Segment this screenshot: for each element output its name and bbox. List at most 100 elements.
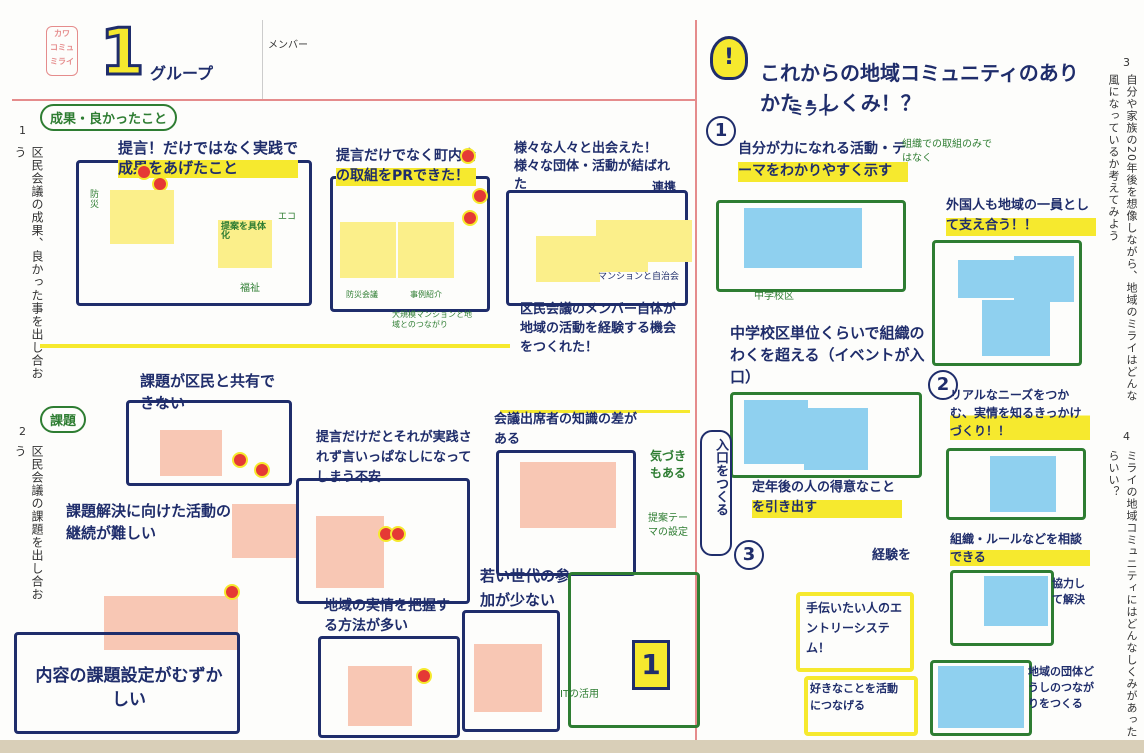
issues-box3 bbox=[14, 632, 240, 734]
results-box1-sticky2: 提案を具体化 bbox=[218, 220, 272, 268]
results-box1-note1: 提案を具体化 bbox=[221, 222, 267, 241]
org-title: 組織・ルールなどを相談できる bbox=[950, 530, 1090, 566]
foreign-box bbox=[932, 240, 1082, 366]
member-label: メンバー bbox=[268, 40, 308, 51]
section1-note: 中学校区 bbox=[754, 291, 794, 302]
favorite: 好きなことを活動につなげる bbox=[810, 682, 898, 712]
marker-dot bbox=[460, 148, 476, 164]
results-box3-sticky3 bbox=[644, 220, 692, 262]
results-box2-sticky bbox=[340, 222, 396, 278]
issues-box7-note: ITの活用 bbox=[560, 689, 600, 700]
results-box3-title: 様々な人々と出会えた！様々な団体・活動が結ばれた bbox=[514, 141, 671, 192]
marker-dot bbox=[472, 188, 488, 204]
sidebar-item4-text: ミライの地域コミュニティにはどんなしくみがあったらいい？ bbox=[1107, 450, 1138, 738]
section-divider-yellow bbox=[40, 344, 510, 348]
section2-number: 2 bbox=[928, 370, 958, 400]
issues-box6-side2: 提案テーマの設定 bbox=[648, 513, 688, 538]
section3-note: 経験を bbox=[872, 548, 912, 563]
section2-sticky bbox=[744, 400, 808, 464]
results-box3-sticky2 bbox=[596, 220, 648, 272]
group-number: 1 bbox=[99, 15, 147, 92]
org-sticky bbox=[984, 576, 1048, 626]
future-subtitle: ミライ bbox=[790, 103, 832, 119]
issues-box6 bbox=[496, 450, 636, 576]
results-tag: 成果・良かったこと bbox=[40, 104, 178, 131]
results-box3-sticky bbox=[536, 236, 600, 282]
issues-tag: 課題 bbox=[40, 406, 87, 433]
results-box1-sticky bbox=[110, 190, 174, 244]
section1-sticky2 bbox=[806, 208, 862, 268]
sidebar-item1-number: 1 bbox=[19, 124, 26, 137]
results-box4-note: 大規模マンションと地域とのつながり bbox=[392, 310, 472, 329]
section2-side-sticky bbox=[990, 456, 1056, 512]
section1-box bbox=[716, 200, 906, 292]
photo-bottom-edge bbox=[0, 740, 1144, 753]
section2-side: リアルなニーズをつかむ、実情を知るきっかけづくり！！ bbox=[950, 386, 1090, 440]
foreign-title: 外国人も地域の一員として支え合う！！ bbox=[946, 196, 1096, 236]
issues-box2-title: 課題解決に向けた活動の継続が難しい bbox=[66, 502, 232, 542]
community-box bbox=[930, 660, 1032, 736]
sidebar-item2-number: 2 bbox=[19, 425, 26, 438]
logo-line1: カワ bbox=[54, 29, 70, 38]
marker-dot bbox=[390, 526, 406, 542]
header-col-divider bbox=[262, 20, 263, 99]
sidebar-item4-number: 4 bbox=[1123, 430, 1130, 443]
org-side: 協力して解決 bbox=[1052, 577, 1085, 606]
section1-sticky bbox=[744, 208, 810, 268]
issues-box1-title: 課題が区民と共有できない bbox=[140, 372, 276, 412]
section3-number: 3 bbox=[734, 540, 764, 570]
idea-bulb-icon: ! bbox=[710, 36, 748, 80]
foreign-sticky3 bbox=[982, 300, 1050, 356]
community-title: 地域の団体どうしのつながりをつくる bbox=[1028, 665, 1094, 710]
community-sticky bbox=[938, 666, 1024, 728]
issues-box7 bbox=[462, 610, 560, 732]
issues-box4-sticky bbox=[316, 516, 384, 588]
results-box1-side: 防災 bbox=[90, 190, 100, 210]
issues-box4-title: 提言だけだとそれが実践されず言いっぱなしになってしまう不安 bbox=[316, 430, 472, 485]
favorite-box bbox=[804, 676, 918, 736]
future-title: これからの地域コミュニティのありかた・しくみ！？ bbox=[760, 61, 1079, 115]
issues-box4 bbox=[296, 478, 470, 604]
marker-dot bbox=[254, 462, 270, 478]
logo-line2: コミュ bbox=[50, 43, 74, 52]
issues-box2-sticky2 bbox=[104, 596, 172, 650]
issues-box6-side1: 気づきもある bbox=[650, 449, 687, 480]
entry-system-box bbox=[796, 592, 914, 672]
results-box4-title: 区民会議のメンバー自体が地域の活動を経験する機会をつくれた！ bbox=[520, 302, 677, 355]
section2-sticky2 bbox=[804, 408, 868, 470]
section-divider-yellow2 bbox=[500, 410, 690, 413]
logo-line3: ミライ bbox=[50, 57, 74, 66]
issues-box5-title: 地域の実情を把握する方法が多い bbox=[324, 598, 450, 634]
issues-box3-title: 内容の課題設定がむずかしい bbox=[35, 666, 223, 710]
issues-box2-sticky bbox=[232, 504, 298, 558]
sidebar-item3-number: 3 bbox=[1123, 56, 1130, 69]
sidebar-item3-text: 自分や家族の20年後を想像しながら、地域のミライはどんな風になっているか考えてみ… bbox=[1107, 74, 1138, 402]
marker-dot bbox=[462, 210, 478, 226]
issues-box5 bbox=[318, 636, 460, 738]
sidebar-item1-text: 区民会議の成果、良かった事を出し合おう bbox=[13, 146, 44, 380]
foreign-sticky2 bbox=[1014, 256, 1074, 302]
marker-dot bbox=[136, 164, 152, 180]
issues-box1-sticky bbox=[160, 430, 222, 476]
section3-title: 定年後の人の得意なことを引き出す bbox=[752, 478, 902, 518]
section1-title: 自分が力になれる活動・テーマをわかりやすく示す bbox=[738, 138, 908, 182]
marker-dot bbox=[416, 668, 432, 684]
results-box3-note: マンションと自治会 bbox=[598, 272, 680, 282]
section2-box bbox=[730, 392, 922, 478]
org-box bbox=[950, 570, 1054, 646]
issues-map-number: 1 bbox=[632, 640, 670, 690]
section1-number: 1 bbox=[706, 116, 736, 146]
group-label: グループ bbox=[150, 64, 214, 83]
results-box1-label: 福祉 bbox=[240, 283, 260, 294]
results-box3-side: 連携 bbox=[652, 180, 677, 194]
results-box2-note2: 事例紹介 bbox=[410, 290, 442, 299]
section2-side-box bbox=[946, 448, 1086, 520]
issues-box2-sticky3 bbox=[170, 596, 238, 650]
results-box2-sticky2 bbox=[398, 222, 454, 278]
issues-box6-title: 会議出席者の知識の差がある bbox=[494, 412, 638, 447]
entry-tag: 入口をつくる bbox=[700, 430, 732, 556]
entry-system: 手伝いたい人のエントリーシステム！ bbox=[806, 601, 903, 655]
results-box2-title: 提言だけでなく町内会の取組をPRできた！ bbox=[336, 146, 476, 186]
issues-box5-sticky bbox=[348, 666, 412, 726]
logo: カワ コミュ ミライ bbox=[46, 26, 78, 76]
